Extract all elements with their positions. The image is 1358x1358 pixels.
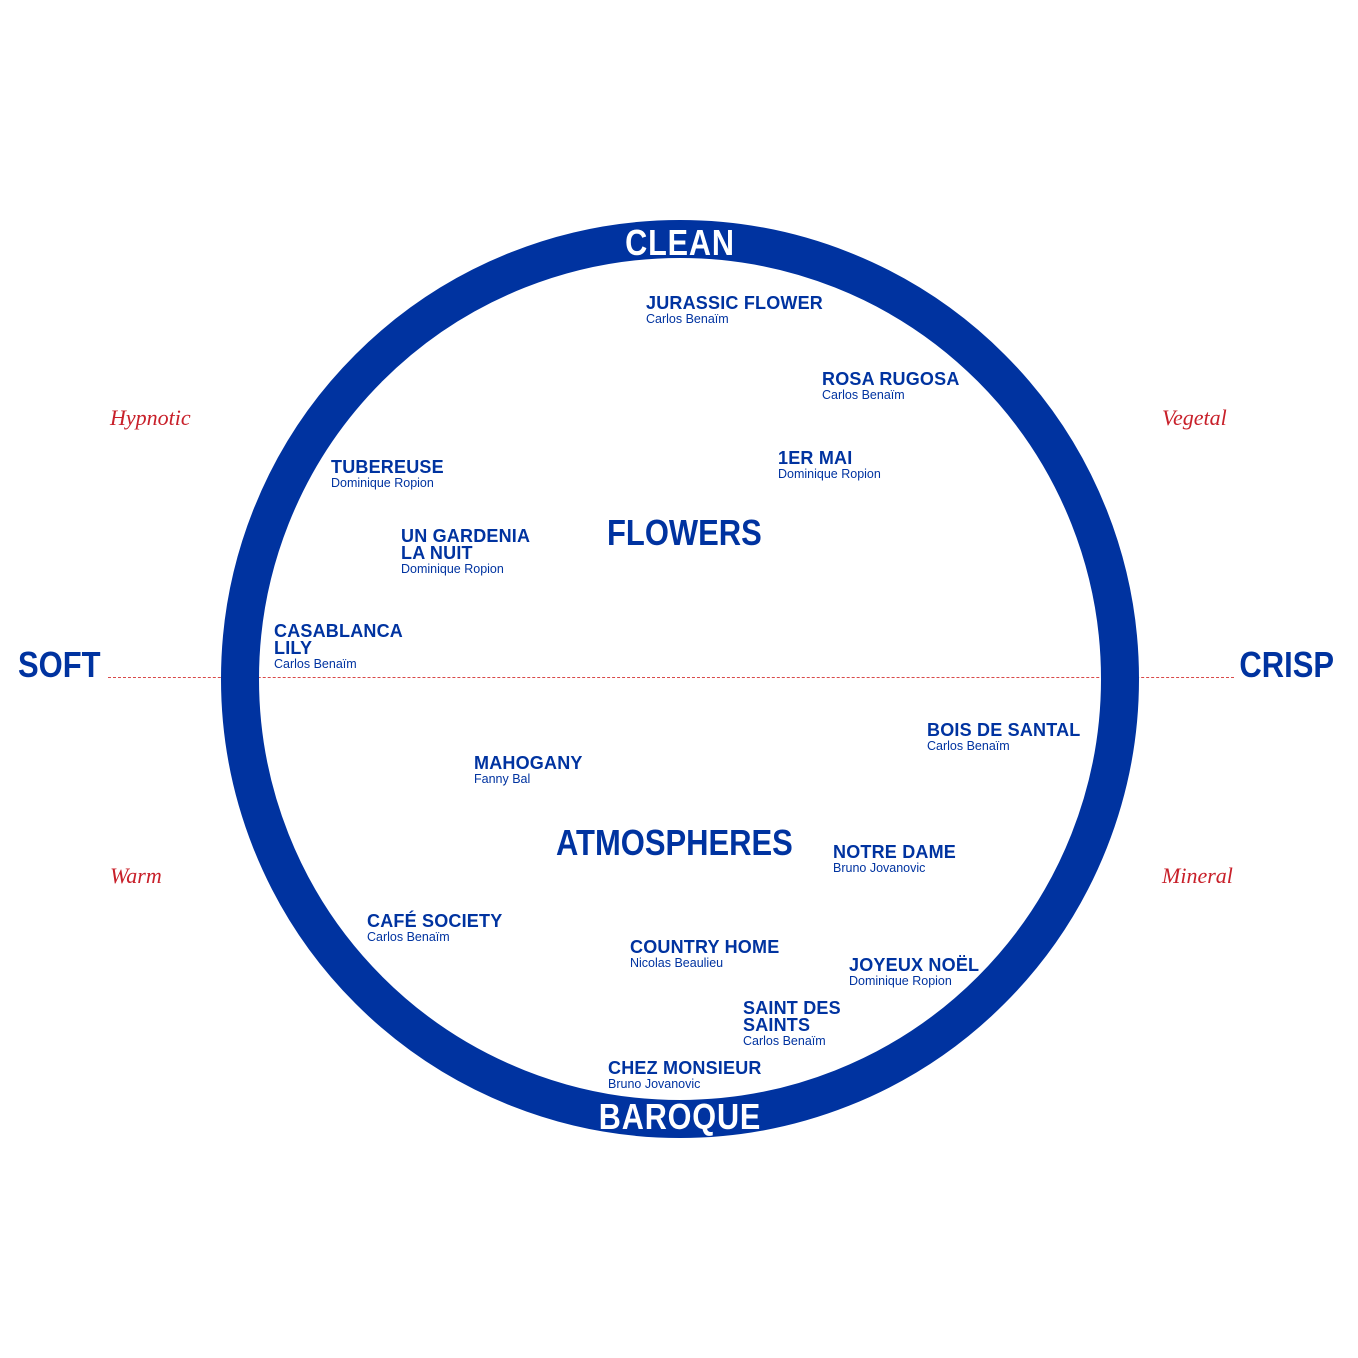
perfume-name: JOYEUX NOËL: [849, 955, 980, 975]
perfume-bois-de-santal[interactable]: BOIS DE SANTAL Carlos Benaïm: [927, 720, 1081, 754]
perfume-jurassic-flower[interactable]: JURASSIC FLOWER Carlos Benaïm: [646, 293, 824, 327]
perfume-name: 1ER MAI: [778, 448, 853, 468]
perfume-un-gardenia-la-nuit[interactable]: UN GARDENIA LA NUIT Dominique Ropion: [401, 526, 531, 577]
axis-label-right: CRISP: [1239, 644, 1334, 685]
perfume-notre-dame[interactable]: NOTRE DAME Bruno Jovanovic: [833, 842, 956, 876]
mood-label-warm: Warm: [110, 863, 162, 888]
fragrance-circle: [221, 220, 1139, 1138]
perfume-author: Carlos Benaïm: [646, 312, 729, 326]
perfume-name: NOTRE DAME: [833, 842, 956, 862]
perfume-name: CAFÉ SOCIETY: [367, 911, 503, 931]
perfume-name: CHEZ MONSIEUR: [608, 1058, 762, 1078]
perfume-author: Dominique Ropion: [849, 974, 952, 988]
family-label-atmospheres: ATMOSPHERES: [556, 822, 793, 863]
perfume-author: Nicolas Beaulieu: [630, 956, 724, 970]
perfume-name: ROSA RUGOSA: [822, 369, 960, 389]
perfume-cafe-society[interactable]: CAFÉ SOCIETY Carlos Benaïm: [367, 911, 503, 945]
perfume-casablanca-lily[interactable]: CASABLANCA LILY Carlos Benaïm: [274, 621, 403, 672]
perfume-author: Bruno Jovanovic: [833, 861, 926, 875]
perfume-country-home[interactable]: COUNTRY HOME Nicolas Beaulieu: [630, 937, 780, 971]
perfume-joyeux-noel[interactable]: JOYEUX NOËL Dominique Ropion: [849, 955, 980, 989]
perfume-chez-monsieur[interactable]: CHEZ MONSIEUR Bruno Jovanovic: [608, 1058, 762, 1092]
perfume-author: Fanny Bal: [474, 772, 531, 786]
perfume-rosa-rugosa[interactable]: ROSA RUGOSA Carlos Benaïm: [822, 369, 960, 403]
mood-label-hypnotic: Hypnotic: [110, 405, 191, 430]
perfume-author: Dominique Ropion: [778, 467, 881, 481]
perfume-author: Bruno Jovanovic: [608, 1077, 701, 1091]
perfume-name: JURASSIC FLOWER: [646, 293, 824, 313]
perfume-name: TUBEREUSE: [331, 457, 444, 477]
perfume-author: Carlos Benaïm: [274, 657, 357, 671]
axis-label-bottom: BAROQUE: [598, 1096, 762, 1137]
perfume-author: Dominique Ropion: [331, 476, 434, 490]
mood-label-mineral: Mineral: [1162, 863, 1233, 888]
perfume-name: MAHOGANY: [474, 753, 583, 773]
mood-label-vegetal: Vegetal: [1162, 405, 1227, 430]
perfume-author: Carlos Benaïm: [822, 388, 905, 402]
axis-label-left: SOFT: [18, 644, 101, 685]
perfume-saint-des-saints[interactable]: SAINT DES SAINTS Carlos Benaïm: [743, 998, 841, 1049]
perfume-mahogany[interactable]: MAHOGANY Fanny Bal: [474, 753, 583, 787]
perfume-name: BOIS DE SANTAL: [927, 720, 1081, 740]
perfume-author: Carlos Benaïm: [743, 1034, 826, 1048]
perfume-name: CASABLANCA LILY: [274, 621, 403, 658]
perfume-1er-mai[interactable]: 1ER MAI Dominique Ropion: [778, 448, 881, 482]
perfume-name: COUNTRY HOME: [630, 937, 780, 957]
perfume-tubereuse[interactable]: TUBEREUSE Dominique Ropion: [331, 457, 444, 491]
axis-label-top: CLEAN: [625, 222, 735, 263]
perfume-author: Dominique Ropion: [401, 562, 504, 576]
perfume-name: UN GARDENIA LA NUIT: [401, 526, 531, 563]
perfume-author: Carlos Benaïm: [927, 739, 1010, 753]
family-label-flowers: FLOWERS: [607, 512, 762, 553]
perfume-author: Carlos Benaïm: [367, 930, 450, 944]
perfume-name: SAINT DES SAINTS: [743, 998, 841, 1035]
